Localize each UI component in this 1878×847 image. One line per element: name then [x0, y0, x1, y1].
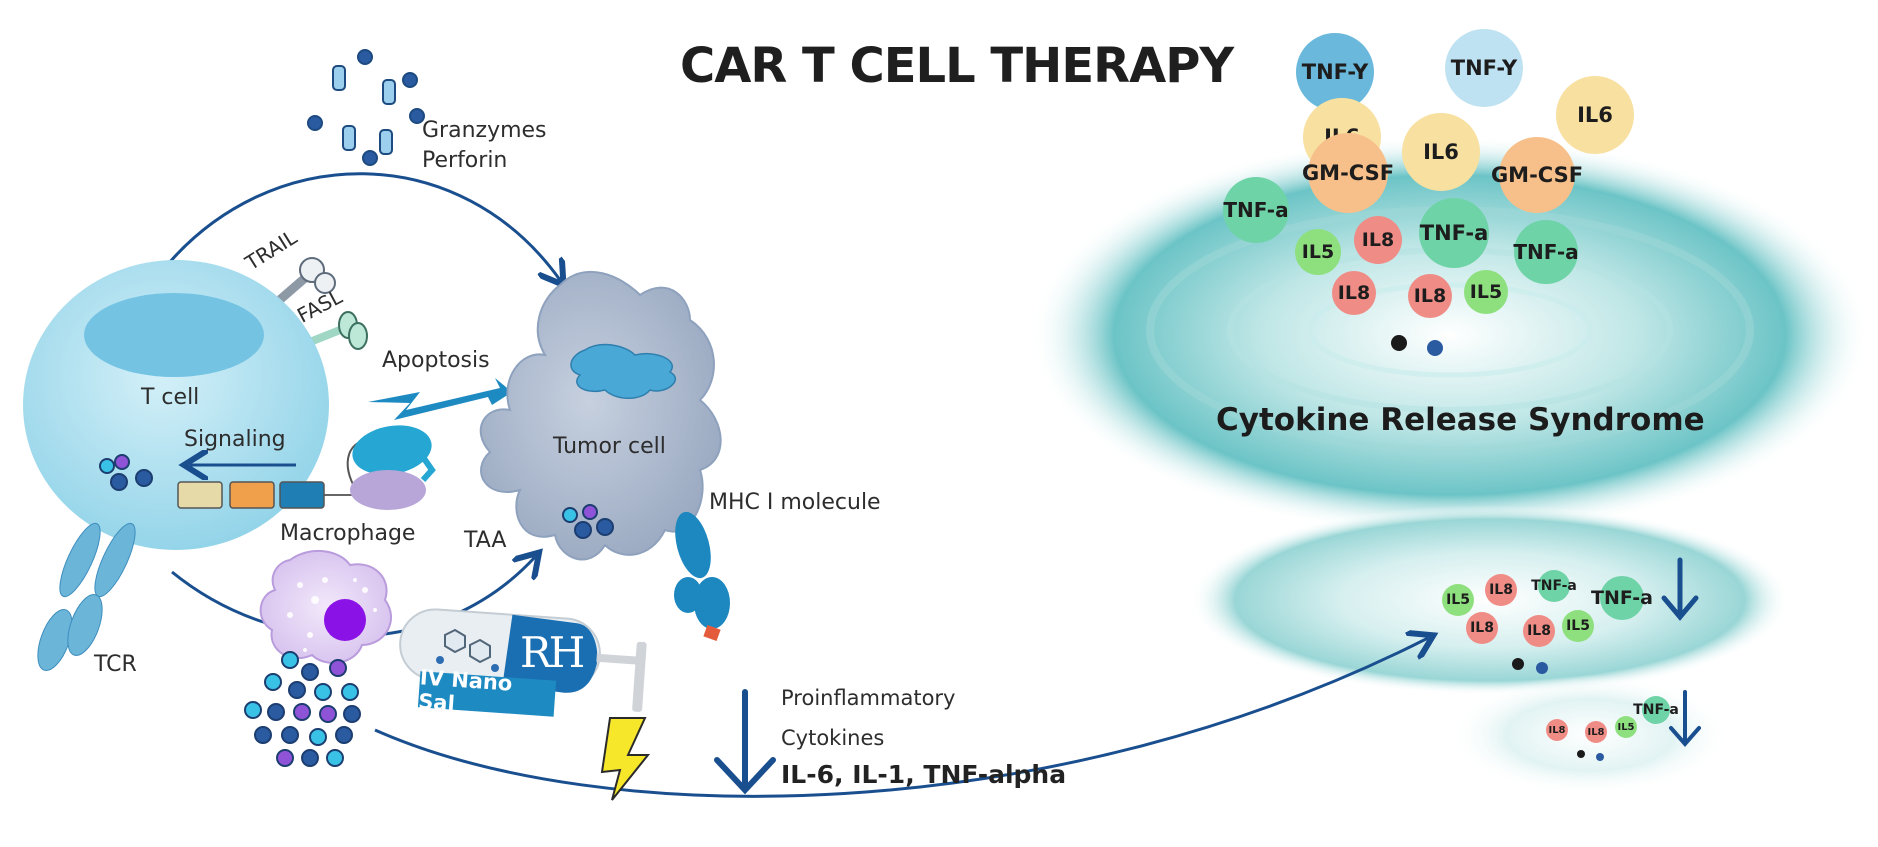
- macrophage: [259, 549, 392, 664]
- iv-nano-sal-label: IV Nano Sal: [417, 665, 557, 717]
- cytokine-il6: IL6: [1556, 76, 1634, 154]
- lightning-bolt: [600, 717, 651, 801]
- cytokine-il8: IL8: [1546, 719, 1568, 741]
- cytokine-il8: IL8: [1332, 271, 1376, 315]
- proinflammatory-down-arrow: [714, 689, 776, 795]
- cytokine-tnf-a: TNF-a: [1531, 570, 1577, 602]
- cytokine-il5: IL5: [1295, 229, 1341, 275]
- cytokine-gm-csf: GM-CSF: [1491, 137, 1583, 213]
- cytokine-il6: IL6: [1402, 113, 1480, 191]
- tumor-cell: [479, 270, 722, 561]
- mhc-molecule: [674, 511, 730, 642]
- cytokine-tnf-a: TNF-a: [1223, 177, 1289, 243]
- cytokine-tnf-a: TNF-a: [1513, 220, 1579, 284]
- cytokines-label: Cytokines: [781, 726, 885, 750]
- storm-arrow: [374, 638, 1428, 798]
- macrophage-label: Macrophage: [280, 521, 416, 546]
- cytokine-list-label: IL-6, IL-1, TNF-alpha: [781, 760, 1067, 789]
- tcr-receptor: [37, 522, 136, 671]
- cytokine-gm-csf: GM-CSF: [1302, 133, 1394, 213]
- granzyme-perforin-icon: [307, 49, 425, 166]
- cytokine-il5: IL5: [1562, 610, 1594, 642]
- mhc-label: MHC I molecule: [709, 490, 881, 515]
- released-particles: [244, 651, 361, 767]
- cytokine-il8: IL8: [1485, 574, 1517, 606]
- cytokine-il8: IL8: [1408, 274, 1452, 318]
- granzymes-label: Granzymes: [422, 118, 547, 143]
- proinflammatory-label: Proinflammatory: [781, 686, 956, 710]
- cytokine-tnf-y: TNF-Y: [1445, 29, 1523, 107]
- cytokine-il5: IL5: [1442, 584, 1474, 616]
- storm-down-arrow-1: [1661, 557, 1699, 621]
- cytokine-il8: IL8: [1523, 615, 1555, 647]
- crs-label: Cytokine Release Syndrome: [1216, 402, 1705, 438]
- car-receptor: [177, 425, 436, 510]
- t-cell-granules: [99, 454, 153, 491]
- apoptosis-label: Apoptosis: [382, 348, 490, 373]
- cytokine-il8: IL8: [1354, 216, 1402, 264]
- cytokine-tnf-y: TNF-Y: [1296, 33, 1374, 111]
- cytokine-il5: IL5: [1464, 270, 1508, 314]
- tumor-cell-label: Tumor cell: [553, 434, 666, 459]
- cytokine-tnf-a: TNF-a: [1633, 696, 1679, 724]
- cytokine-il5: IL5: [1615, 716, 1637, 738]
- signaling-label: Signaling: [184, 427, 286, 452]
- cytokine-il8: IL8: [1585, 721, 1607, 743]
- cytokine-il8: IL8: [1466, 612, 1498, 644]
- taa-label: TAA: [464, 528, 507, 553]
- rh-logo: RH: [520, 628, 585, 677]
- page-title: CAR T CELL THERAPY: [680, 38, 1234, 94]
- t-cell-label: T cell: [141, 385, 200, 410]
- cycle-arrow-top: [161, 172, 560, 280]
- perforin-label: Perforin: [422, 148, 508, 173]
- storm-down-arrow-2: [1669, 690, 1701, 748]
- tcr-label: TCR: [94, 652, 137, 677]
- vortex-dots: [1391, 335, 1604, 761]
- cytokine-tnf-a: TNF-a: [1419, 198, 1489, 268]
- taa-antigens: [562, 504, 614, 539]
- cytokine-tnf-a: TNF-a: [1591, 576, 1653, 620]
- apoptosis-bolt: [368, 378, 512, 420]
- t-cell: [23, 260, 329, 550]
